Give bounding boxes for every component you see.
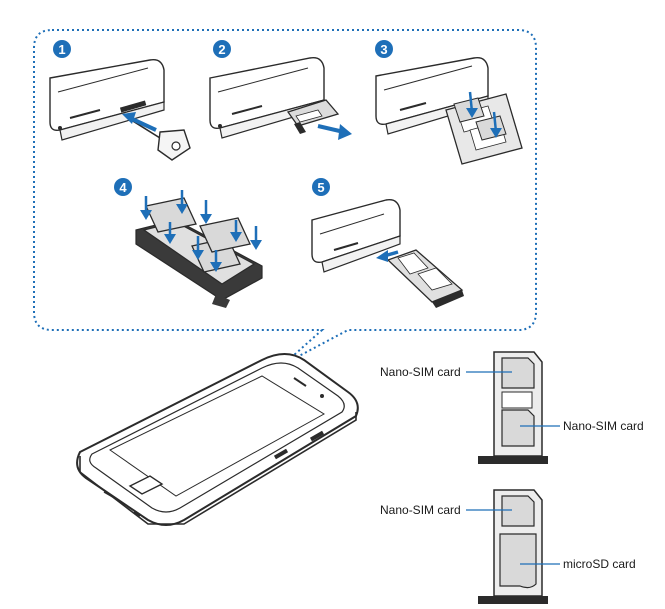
label-microsd-card: microSD card: [563, 557, 636, 571]
microsd-card-slot: [499, 533, 537, 589]
callout-panel-border: [33, 29, 537, 365]
label-nano-sim-card-tray-b-top: Nano-SIM card: [380, 503, 461, 517]
label-nano-sim-card-tray-a-top: Nano-SIM card: [380, 365, 461, 379]
step-5-illustration: [311, 199, 464, 308]
step-number-1: 1: [58, 42, 65, 57]
step-4-illustration: [135, 190, 263, 308]
step-badge-2: 2: [213, 40, 231, 58]
step-number-3: 3: [380, 42, 387, 57]
phone-illustration: [76, 353, 359, 526]
step-number-2: 2: [218, 42, 225, 57]
step-1-illustration: [49, 59, 191, 161]
step-3-illustration: [375, 57, 523, 165]
sim-microsd-tray: [466, 489, 560, 604]
step-2-illustration: [209, 57, 352, 140]
nano-sim-card-slot-upper: [501, 357, 535, 389]
step-badge-5: 5: [312, 178, 330, 196]
nano-sim-card-slot-lower: [501, 409, 535, 447]
step-number-5: 5: [317, 180, 324, 195]
step-badge-1: 1: [53, 40, 71, 58]
label-nano-sim-card-tray-a-bottom: Nano-SIM card: [563, 419, 644, 433]
step-badge-3: 3: [375, 40, 393, 58]
step-badge-4: 4: [114, 178, 132, 196]
step-number-4: 4: [119, 180, 127, 195]
dual-sim-tray: [466, 351, 560, 464]
nano-sim-card-slot: [501, 495, 535, 527]
